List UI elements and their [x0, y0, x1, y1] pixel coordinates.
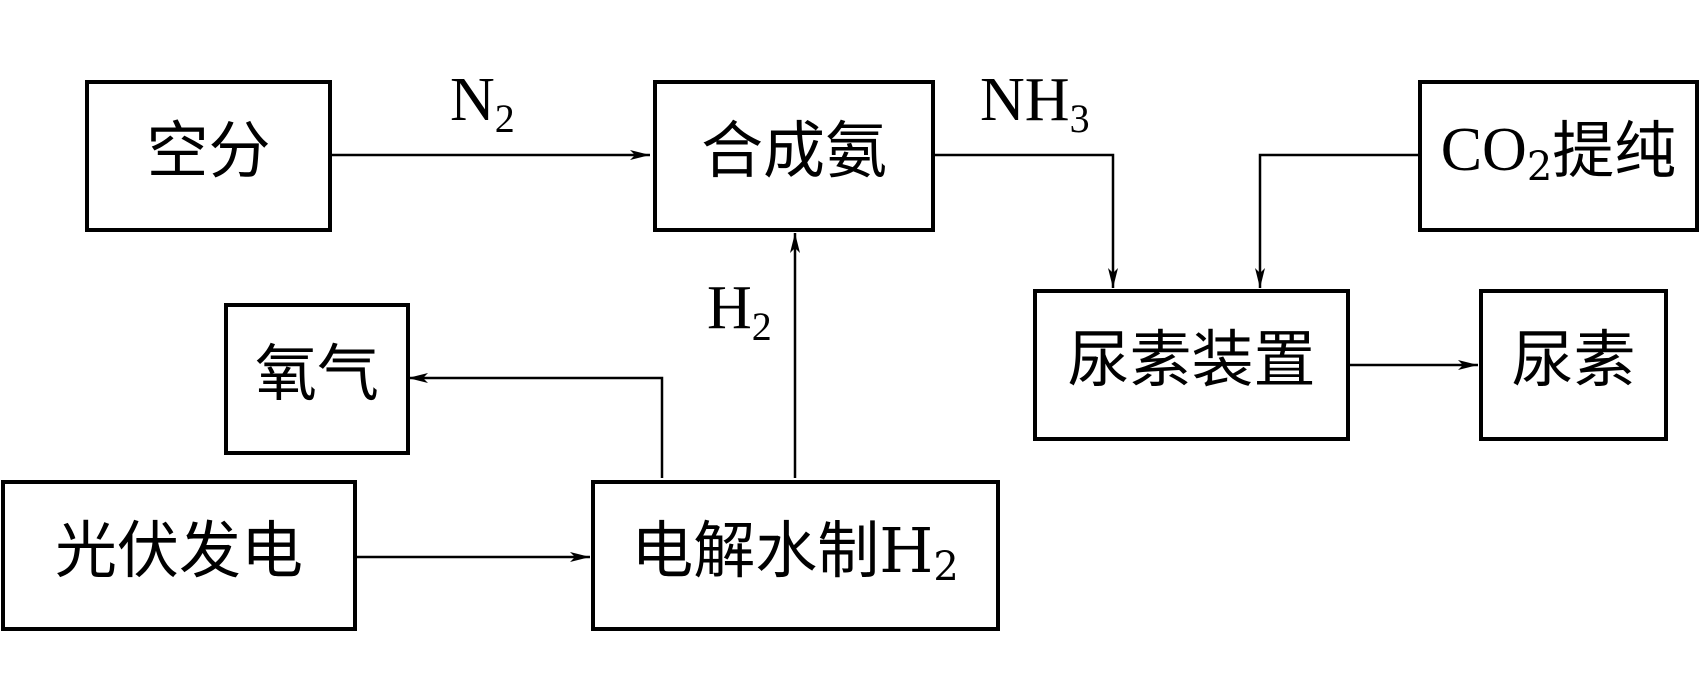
box-co2-purification: CO2提纯 [1418, 80, 1699, 232]
arrow-ammonia-to-urea-plant [933, 153, 1118, 288]
box-air-separation-label: 空分 [146, 114, 270, 187]
box-urea: 尿素 [1479, 289, 1668, 441]
box-air-separation: 空分 [85, 80, 332, 232]
box-ammonia-synthesis: 合成氨 [653, 80, 935, 232]
flow-label-nh3: NH3 [980, 66, 1090, 141]
box-co2-purification-label: CO2提纯 [1441, 114, 1677, 190]
box-solar-power-label: 光伏发电 [55, 514, 303, 587]
flow-label-h2: H2 [707, 274, 772, 349]
box-oxygen: 氧气 [224, 303, 410, 455]
box-solar-power: 光伏发电 [1, 480, 357, 631]
arrow-electrolysis-to-oxygen [408, 373, 664, 478]
box-ammonia-synthesis-label: 合成氨 [701, 114, 887, 187]
box-urea-plant-label: 尿素装置 [1067, 323, 1315, 396]
box-oxygen-label: 氧气 [255, 337, 379, 410]
box-electrolysis-label: 电解水制H2 [631, 514, 959, 590]
box-urea-plant: 尿素装置 [1033, 289, 1350, 441]
box-electrolysis: 电解水制H2 [591, 480, 1000, 631]
flow-label-n2: N2 [450, 66, 515, 141]
box-urea-label: 尿素 [1511, 323, 1635, 396]
arrow-co2-to-urea-plant [1255, 153, 1420, 288]
